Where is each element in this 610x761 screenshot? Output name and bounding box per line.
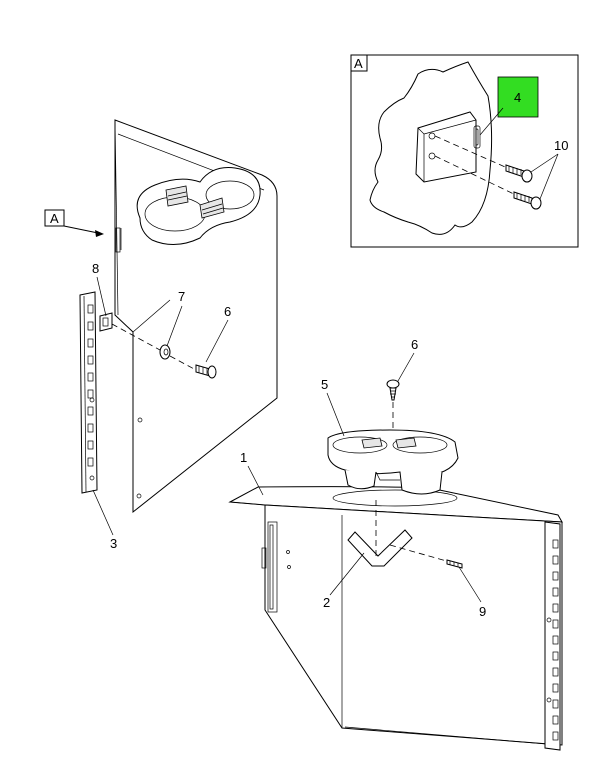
callout-10: 10 (554, 138, 568, 153)
upper-cupholder (136, 167, 261, 245)
bracket-strip (79, 291, 98, 494)
callout-4-highlight (497, 76, 539, 118)
lower-console-assembly (228, 486, 563, 751)
base-top-flange (228, 486, 563, 523)
callout-6-lower: 6 (411, 337, 418, 352)
clip (99, 312, 113, 332)
callout-6-upper: 6 (224, 304, 231, 319)
upper-console-assembly: A (44, 119, 278, 514)
view-marker-box (44, 209, 65, 227)
cupholder-insert (327, 379, 459, 495)
callout-2: 2 (323, 595, 330, 610)
v-bracket (347, 529, 413, 567)
insert-screw (386, 379, 400, 401)
callout-8: 8 (92, 261, 99, 276)
callouts: 8 7 6 3 6 5 1 2 9 (92, 261, 486, 619)
washer (159, 344, 171, 360)
detail-view-a: A 4 10 (350, 54, 579, 248)
base-body (264, 504, 563, 746)
callout-7: 7 (178, 289, 185, 304)
pin (446, 559, 463, 569)
base-right-strip (544, 521, 561, 751)
detail-label-box (350, 54, 368, 72)
detail-screw-upper (505, 164, 533, 183)
callout-4: 4 (514, 90, 521, 105)
detail-screw-lower (513, 191, 542, 210)
callout-3: 3 (110, 536, 117, 551)
callout-1: 1 (240, 450, 247, 465)
detail-label: A (354, 56, 363, 71)
detail-panel-outline (369, 61, 493, 235)
detail-bracket (415, 111, 477, 183)
upper-fasteners (99, 312, 217, 379)
callout-9: 9 (479, 604, 486, 619)
detail-frame (350, 54, 579, 248)
upper-screw (195, 364, 217, 379)
callout-5: 5 (321, 377, 328, 392)
view-marker-label: A (50, 211, 59, 226)
